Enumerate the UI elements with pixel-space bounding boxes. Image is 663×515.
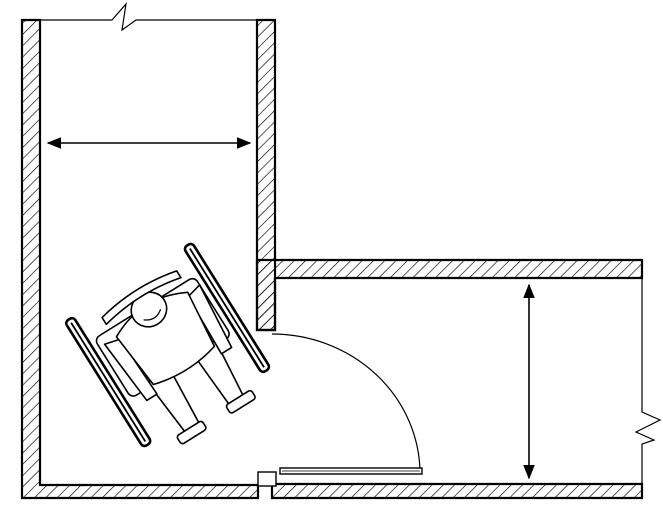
break-line-top (40, 2, 257, 32)
break-line-right (634, 278, 662, 484)
door-jamb (257, 471, 277, 487)
door-swing-arc (271, 333, 421, 473)
room-wall-top (255, 258, 644, 332)
door-leaf (279, 467, 423, 475)
floor-wall-bottom (270, 482, 644, 500)
wheelchair-user (64, 242, 271, 448)
